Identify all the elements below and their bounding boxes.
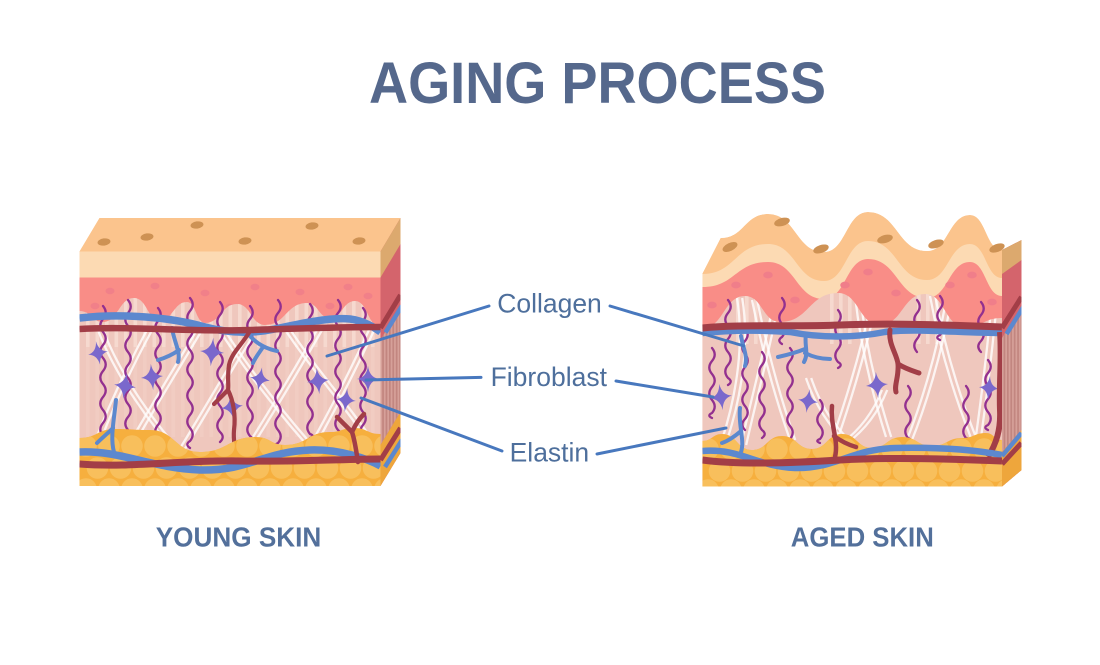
svg-text:AGING PROCESS: AGING PROCESS: [369, 51, 826, 116]
svg-text:Fibroblast: Fibroblast: [491, 362, 608, 392]
svg-text:Collagen: Collagen: [497, 289, 602, 319]
svg-text:AGED SKIN: AGED SKIN: [791, 522, 934, 553]
svg-text:YOUNG SKIN: YOUNG SKIN: [156, 522, 322, 553]
svg-text:Elastin: Elastin: [510, 438, 590, 468]
